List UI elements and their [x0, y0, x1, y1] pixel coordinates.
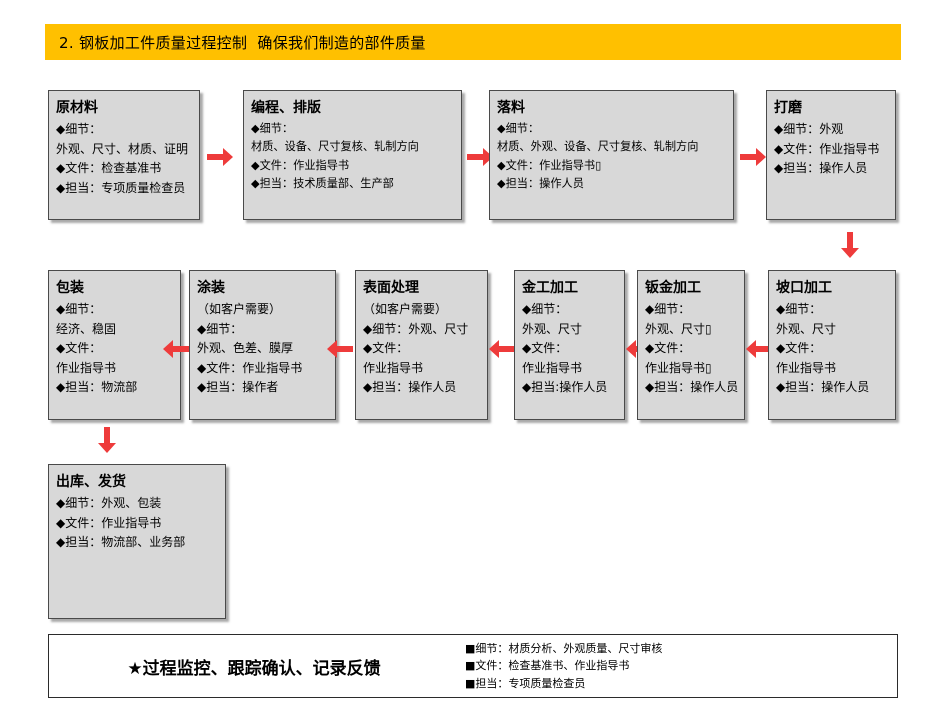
box-line: 作业指导书 — [776, 360, 837, 375]
box-line: ◆文件：作业指导书 — [197, 360, 303, 375]
box-line: ◆担当：物流部 — [56, 380, 138, 395]
footer-headline: ★过程监控、跟踪确认、记录反馈 — [127, 658, 381, 679]
slide-title-banner: 2. 钢板加工件质量过程控制 确保我们制造的部件质量 — [45, 24, 901, 60]
box-line: ◆细节： — [645, 302, 691, 317]
box-line: ◆担当:操作人员 — [522, 380, 608, 395]
box-line: 作业指导书 — [363, 360, 424, 375]
arrow-left-icon — [327, 340, 353, 358]
arrow-right-icon — [207, 148, 233, 166]
box-line: ◆细节： — [776, 302, 822, 317]
box-line: ◆文件：作业指导书▯ — [497, 158, 602, 172]
box-line: ◆细节：外观 — [774, 122, 844, 137]
process-box-packaging[interactable]: 包装 ◆细节： 经济、稳固 ◆文件： 作业指导书 ◆担当：物流部 — [48, 270, 181, 420]
process-box-grinding[interactable]: 打磨 ◆细节：外观 ◆文件：作业指导书 ◆担当：操作人员 — [766, 90, 896, 220]
process-box-raw-material[interactable]: 原材料 ◆细节： 外观、尺寸、材质、证明 ◆文件：检查基准书 ◆担当：专项质量检… — [48, 90, 200, 220]
box-line: ◆文件：作业指导书 — [56, 515, 162, 530]
box-line: 外观、色差、膜厚 — [197, 341, 294, 356]
box-line: ◆文件： — [776, 341, 822, 356]
page-title: 2. 钢板加工件质量过程控制 确保我们制造的部件质量 — [59, 33, 426, 52]
footer-panel: ★过程监控、跟踪确认、记录反馈 ■细节：材质分析、外观质量、尺寸审核 ■文件：检… — [48, 634, 898, 698]
box-line: ◆担当：操作人员 — [776, 380, 870, 395]
box-title: 表面处理 — [363, 280, 419, 296]
box-line: ◆细节： — [522, 302, 568, 317]
box-line: 作业指导书 — [56, 360, 117, 375]
box-line: ◆担当：操作人员 — [645, 380, 739, 395]
box-title: 坡口加工 — [776, 280, 832, 296]
box-line: 经济、稳固 — [56, 321, 117, 336]
box-line: 材质、外观、设备、尺寸复核、轧制方向 — [497, 140, 699, 154]
box-title: 包装 — [56, 280, 84, 296]
box-line: ◆担当：操作者 — [197, 380, 279, 395]
box-title: 打磨 — [774, 100, 802, 116]
box-title: 原材料 — [56, 100, 98, 116]
footer-note-line: ■细节：材质分析、外观质量、尺寸审核 — [465, 642, 663, 656]
arrow-left-icon — [746, 340, 772, 358]
box-line: ◆文件： — [522, 341, 568, 356]
box-line: ◆文件： — [363, 341, 409, 356]
box-line: ◆担当：技术质量部、生产部 — [251, 176, 394, 190]
box-line: 外观、尺寸▯ — [645, 321, 712, 336]
arrow-right-icon — [740, 148, 766, 166]
process-box-blanking[interactable]: 落料 ◆细节： 材质、外观、设备、尺寸复核、轧制方向 ◆文件：作业指导书▯ ◆担… — [489, 90, 734, 220]
process-box-programming-layout[interactable]: 编程、排版 ◆细节： 材质、设备、尺寸复核、轧制方向 ◆文件：作业指导书 ◆担当… — [243, 90, 462, 220]
box-line: ◆细节：外观、尺寸 — [363, 321, 469, 336]
process-box-bevel[interactable]: 坡口加工 ◆细节： 外观、尺寸 ◆文件： 作业指导书 ◆担当：操作人员 — [768, 270, 896, 420]
box-line: ◆担当：操作人员 — [774, 161, 868, 176]
box-line: ◆担当：物流部、业务部 — [56, 535, 186, 550]
arrow-down-icon — [98, 427, 116, 453]
box-line: ◆担当：操作人员 — [363, 380, 457, 395]
box-line: 外观、尺寸 — [776, 321, 837, 336]
box-line: ◆细节： — [56, 122, 102, 137]
box-line: ◆文件： — [645, 341, 691, 356]
box-title: 出库、发货 — [56, 474, 126, 490]
box-line: 外观、尺寸、材质、证明 — [56, 141, 189, 156]
box-title: 金工加工 — [522, 280, 578, 296]
box-line: ◆文件：作业指导书 — [774, 141, 880, 156]
box-line: ◆细节： — [56, 302, 102, 317]
box-line: 作业指导书▯ — [645, 360, 712, 375]
footer-note-line: ■文件：检查基准书、作业指导书 — [465, 659, 630, 673]
box-line: 作业指导书 — [522, 360, 583, 375]
box-title: 钣金加工 — [645, 280, 701, 296]
box-title: 落料 — [497, 100, 525, 116]
process-box-machining[interactable]: 金工加工 ◆细节： 外观、尺寸 ◆文件： 作业指导书 ◆担当:操作人员 — [514, 270, 625, 420]
box-line: ◆文件：作业指导书 — [251, 158, 350, 172]
process-box-painting[interactable]: 涂装 （如客户需要） ◆细节： 外观、色差、膜厚 ◆文件：作业指导书 ◆担当：操… — [189, 270, 336, 420]
box-line: （如客户需要） — [197, 302, 282, 317]
process-box-shipping[interactable]: 出库、发货 ◆细节：外观、包装 ◆文件：作业指导书 ◆担当：物流部、业务部 — [48, 464, 226, 619]
footer-notes: ■细节：材质分析、外观质量、尺寸审核 ■文件：检查基准书、作业指导书 ■担当：专… — [459, 640, 897, 691]
box-line: （如客户需要） — [363, 302, 448, 317]
arrow-left-icon — [163, 340, 189, 358]
box-line: ◆细节：外观、包装 — [56, 496, 162, 511]
box-title: 涂装 — [197, 280, 225, 296]
box-line: ◆细节： — [197, 321, 243, 336]
box-line: ◆文件：检查基准书 — [56, 161, 162, 176]
box-line: ◆文件： — [56, 341, 102, 356]
arrow-down-icon — [841, 232, 859, 258]
box-line: ◆担当：专项质量检查员 — [56, 180, 186, 195]
arrow-right-icon — [467, 148, 493, 166]
box-line: 材质、设备、尺寸复核、轧制方向 — [251, 140, 419, 154]
process-box-sheet-metal[interactable]: 钣金加工 ◆细节： 外观、尺寸▯ ◆文件： 作业指导书▯ ◆担当：操作人员 — [637, 270, 745, 420]
process-box-surface-treatment[interactable]: 表面处理 （如客户需要） ◆细节：外观、尺寸 ◆文件： 作业指导书 ◆担当：操作… — [355, 270, 488, 420]
box-line: ◆细节： — [251, 122, 294, 136]
box-line: 外观、尺寸 — [522, 321, 583, 336]
arrow-left-icon — [489, 340, 515, 358]
footer-note-line: ■担当：专项质量检查员 — [465, 676, 586, 690]
box-line: ◆担当：操作人员 — [497, 176, 584, 190]
box-line: ◆细节： — [497, 122, 540, 136]
box-title: 编程、排版 — [251, 100, 321, 116]
